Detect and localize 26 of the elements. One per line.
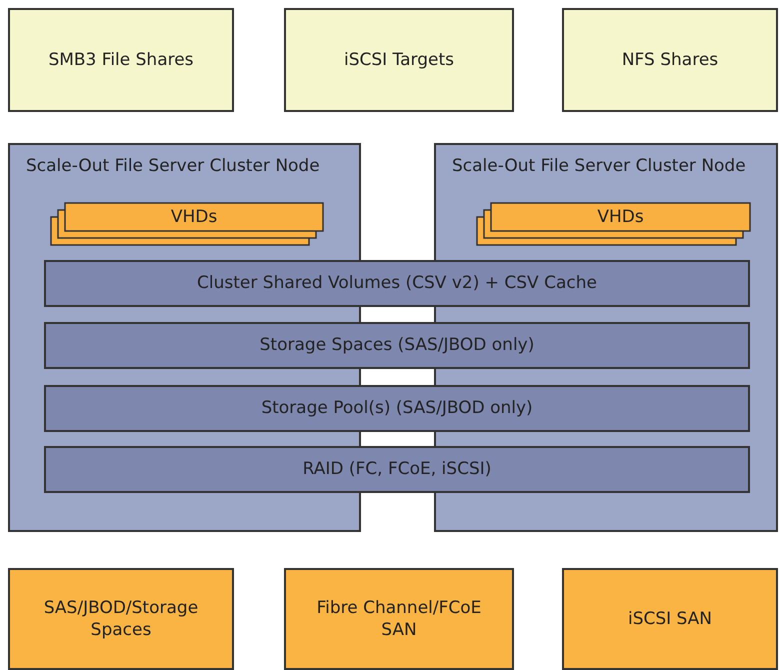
box-label: Storage Spaces (SAS/JBOD only): [260, 334, 534, 357]
layer-bar: [44, 322, 750, 369]
box-label: NFS Shares: [622, 48, 718, 72]
box-label: iSCSI Targets: [344, 48, 454, 72]
box: [284, 568, 514, 670]
panel-heading: Scale-Out File Server Cluster Node: [26, 155, 320, 178]
box: [8, 8, 234, 112]
layer-bar: [44, 385, 750, 432]
box-label: VHDs: [170, 206, 218, 228]
box: [8, 568, 234, 670]
box: [562, 568, 778, 670]
box-label: iSCSI SAN: [628, 608, 712, 630]
stacked-boxes: [476, 202, 751, 246]
box-label: SMB3 File Shares: [48, 48, 194, 72]
stacked-boxes: [50, 202, 324, 246]
box-label: Cluster Shared Volumes (CSV v2) + CSV Cache: [197, 272, 597, 295]
panel-heading: Scale-Out File Server Cluster Node: [452, 155, 746, 178]
box: [562, 8, 778, 112]
box-label: RAID (FC, FCoE, iSCSI): [302, 458, 492, 481]
box-label: Storage Pool(s) (SAS/JBOD only): [261, 397, 533, 420]
layer-bar: [44, 260, 750, 307]
box-label: Fibre Channel/FCoE SAN: [316, 596, 482, 642]
layer-bar: [44, 446, 750, 493]
box-label: SAS/JBOD/Storage Spaces: [42, 596, 200, 642]
box: [284, 8, 514, 112]
box-label: VHDs: [597, 206, 644, 228]
